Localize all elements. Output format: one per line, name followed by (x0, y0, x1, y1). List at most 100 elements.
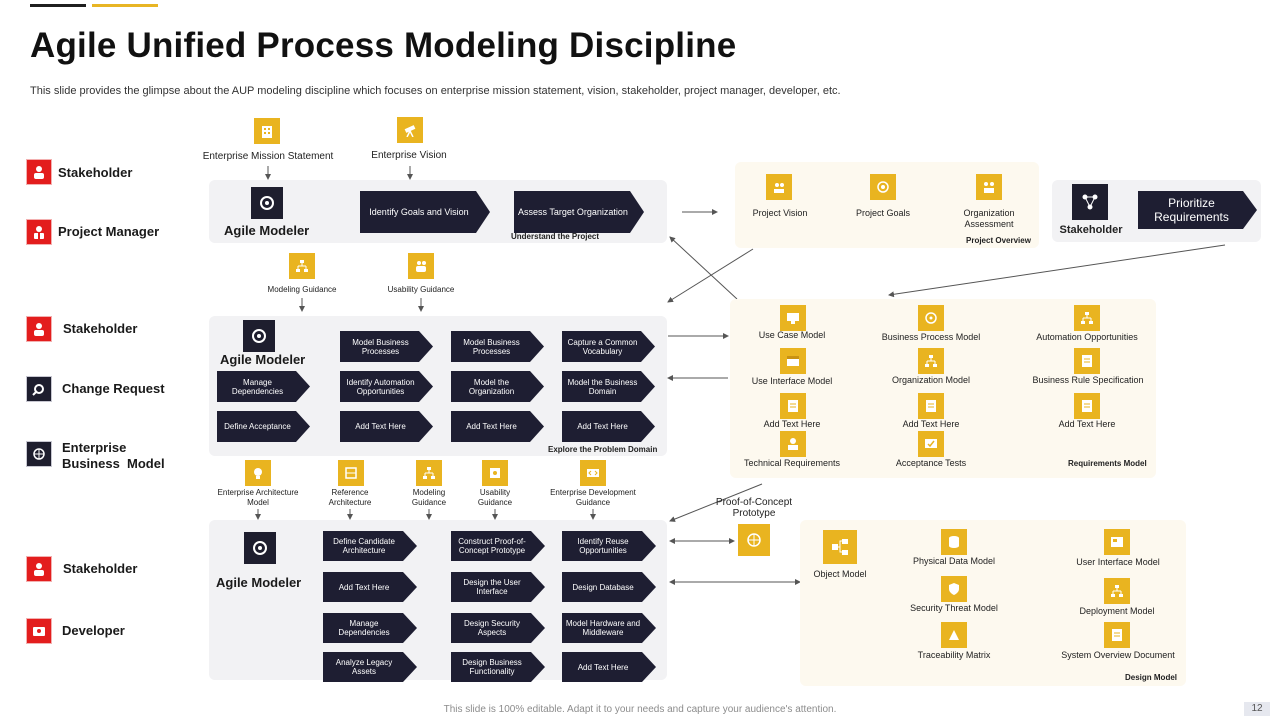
guidance-enterprise-development: Enterprise Development Guidance (550, 488, 636, 507)
data-model-icon (941, 529, 967, 555)
arrow-s3-11: Design Business Functionality (451, 652, 545, 682)
arrow-s3-5: Design the User Interface (451, 572, 545, 602)
interface-icon (780, 348, 806, 374)
arrow-s2-8: Define Acceptance (217, 411, 310, 442)
acceptance-icon (918, 431, 944, 457)
arrow-s2-10: Add Text Here (451, 411, 544, 442)
design-physical-data-model: Physical Data Model (912, 556, 996, 566)
req-use-case-model: Use Case Model (758, 330, 826, 340)
arrow-s2-5: Identify Automation Opportunities (340, 371, 433, 402)
design-deployment-model: Deployment Model (1079, 606, 1155, 616)
arrow-s3-3: Identify Reuse Opportunities (562, 531, 656, 561)
design-object-model: Object Model (813, 569, 867, 579)
organization-assessment: Organization Assessment (963, 208, 1015, 229)
guidance-modeling: Modeling Guidance (267, 285, 337, 294)
automation-icon (1074, 305, 1100, 331)
arrow-s3-10: Analyze Legacy Assets (323, 652, 417, 682)
design-system-overview-document: System Overview Document (1061, 650, 1175, 660)
document-icon (1104, 622, 1130, 648)
hierarchy-icon (289, 253, 315, 279)
agile-modeler-label-2: Agile Modeler (220, 352, 306, 367)
organization-icon (976, 174, 1002, 200)
design-traceability-matrix: Traceability Matrix (917, 650, 991, 660)
telescope-icon (397, 117, 423, 143)
role-stakeholder-1: Stakeholder (58, 165, 133, 180)
arrow-s3-6: Design Database (562, 572, 656, 602)
caption-explore-problem: Explore the Problem Domain (548, 445, 658, 454)
caption-requirements-model: Requirements Model (1068, 459, 1147, 468)
network-icon (1072, 184, 1108, 220)
target-icon (870, 174, 896, 200)
role-stakeholder-3: Stakeholder (63, 561, 138, 576)
req-add-text-2: Add Text Here (902, 419, 960, 429)
role-project-manager: Project Manager (58, 224, 160, 239)
arrow-prioritize-requirements: Prioritize Requirements (1138, 191, 1257, 229)
arrow-s3-7: Manage Dependencies (323, 613, 417, 643)
role-enterprise-business-model: Enterprise Business Model (62, 440, 165, 471)
rules-icon (1074, 348, 1100, 374)
org-chart-icon (918, 348, 944, 374)
design-security-threat-model: Security Threat Model (910, 603, 998, 613)
usability-icon (482, 460, 508, 486)
arrow-assess-target: Assess Target Organization (514, 191, 644, 233)
ui-model-icon (1104, 529, 1130, 555)
modeler-gear-icon (251, 187, 283, 219)
document-icon (780, 393, 806, 419)
arrow-s2-9: Add Text Here (340, 411, 433, 442)
deployment-icon (1104, 578, 1130, 604)
input-enterprise-mission: Enterprise Mission Statement (202, 151, 334, 162)
agile-modeler-label-3: Agile Modeler (216, 575, 302, 590)
guidance-usability: Usability Guidance (387, 285, 455, 294)
architecture-icon (245, 460, 271, 486)
modeler-gear-icon (243, 320, 275, 352)
hierarchy-icon (416, 460, 442, 486)
users-icon (408, 253, 434, 279)
building-icon (254, 118, 280, 144)
arrow-s2-4: Manage Dependencies (217, 371, 310, 402)
security-icon (941, 576, 967, 602)
arrow-s3-8: Design Security Aspects (451, 613, 545, 643)
requirements-icon (780, 431, 806, 457)
req-organization-model: Organization Model (891, 375, 971, 385)
req-automation-opportunities: Automation Opportunities (1036, 332, 1138, 342)
footer-note: This slide is 100% editable. Adapt it to… (443, 704, 837, 715)
arrow-s3-4: Add Text Here (323, 572, 417, 602)
user-icon (26, 316, 52, 342)
gear-wrench-icon (26, 376, 52, 402)
req-acceptance-tests: Acceptance Tests (895, 458, 967, 468)
req-add-text-3: Add Text Here (1058, 419, 1116, 429)
manager-icon (26, 219, 52, 245)
developer-icon (26, 618, 52, 644)
arrow-s2-11: Add Text Here (562, 411, 655, 442)
caption-design-model: Design Model (1125, 673, 1178, 682)
modeler-gear-icon (244, 532, 276, 564)
top-accent-gold (92, 4, 158, 7)
arrow-s3-1: Define Candidate Architecture (323, 531, 417, 561)
stakeholder-label: Stakeholder (1059, 224, 1123, 236)
process-icon (918, 305, 944, 331)
guidance-modeling-2: Modeling Guidance (411, 488, 447, 507)
caption-understand-project: Understand the Project (511, 232, 600, 241)
req-add-text-1: Add Text Here (763, 419, 821, 429)
use-case-icon (780, 305, 806, 331)
design-user-interface-model: User Interface Model (1076, 557, 1160, 567)
globe-icon (26, 441, 52, 467)
guidance-reference-architecture: Reference Architecture (328, 488, 372, 507)
role-stakeholder-2: Stakeholder (63, 321, 138, 336)
guidance-enterprise-architecture: Enterprise Architecture Model (217, 488, 299, 507)
object-model-icon (823, 530, 857, 564)
page-subtitle: This slide provides the glimpse about th… (30, 85, 841, 97)
page-number: 12 (1244, 702, 1270, 716)
traceability-icon (941, 622, 967, 648)
req-technical-requirements: Technical Requirements (743, 458, 841, 468)
caption-project-overview: Project Overview (966, 236, 1031, 245)
req-use-interface-model: Use Interface Model (751, 376, 833, 386)
user-icon (26, 159, 52, 185)
blueprint-icon (338, 460, 364, 486)
arrow-s2-3: Capture a Common Vocabulary (562, 331, 655, 362)
poc-label: Proof-of-Concept Prototype (715, 497, 793, 519)
development-icon (580, 460, 606, 486)
guidance-usability-2: Usability Guidance (477, 488, 513, 507)
req-business-rule-spec: Business Rule Specification (1032, 375, 1144, 385)
arrow-s2-1: Model Business Processes (340, 331, 433, 362)
